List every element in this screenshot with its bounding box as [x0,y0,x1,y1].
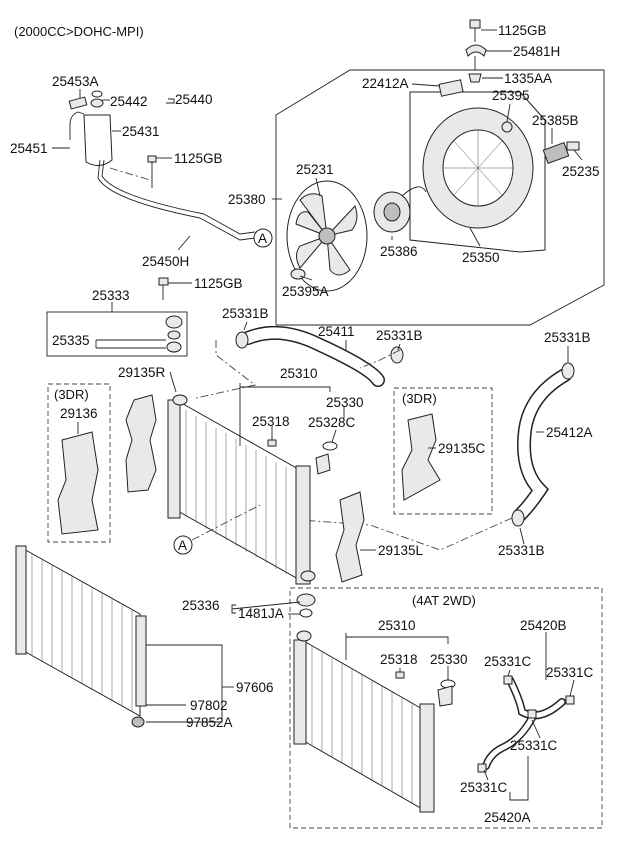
fan-blade-part [286,180,368,292]
ref-a-mid-label: A [178,538,187,553]
label-25335: 25335 [52,333,90,348]
leader-lines [52,29,583,801]
upper-hose-part [235,325,404,387]
fan-resistor-part [542,141,580,164]
oil-cooler-hose-b [503,675,575,720]
label-25336: 25336 [182,598,220,613]
ref-circle-a-mid [173,535,193,555]
label-1481ja: 1481JA [238,606,284,621]
three-dr-box-left [47,383,111,543]
reservoir-group [68,90,256,241]
ref-a-top-label: A [258,231,267,246]
clip-25395a [290,268,306,280]
label-25450h: 25450H [142,254,189,269]
label-25331b-3: 25331B [544,330,591,345]
label-25440: 25440 [175,92,213,107]
label-25386: 25386 [380,244,418,259]
part-labels: 1125GB 25481H 22412A 1335AA 25395 25385B… [10,23,600,825]
label-25395a: 25395A [282,284,329,299]
ref-circle-a-top [253,228,273,248]
label-97802: 97802 [190,698,228,713]
cap-group-box [46,311,188,357]
air-guard-29136 [57,431,99,535]
label-25331c-3: 25331C [510,738,558,753]
label-25331c-4: 25331C [460,780,508,795]
label-25420a: 25420A [484,810,531,825]
three-dr-box-right [393,387,493,515]
label-25310: 25310 [280,366,318,381]
bolt-1125gb-mid [158,277,169,300]
label-25350: 25350 [462,250,500,265]
fan-shroud-part [409,79,546,253]
label-3dr-right: (3DR) [402,391,437,406]
drain-plug-part [296,593,316,618]
label-25310-b: 25310 [378,618,416,633]
label-25453a: 25453A [52,74,99,89]
label-25331c-1: 25331C [484,654,532,669]
air-guard-29135l [335,491,365,583]
label-25451: 25451 [10,141,48,156]
radiator-main [167,394,338,585]
fan-shroud-group [275,69,605,326]
label-25385b: 25385B [532,113,579,128]
lower-hose-part [511,362,575,527]
label-25420b: 25420B [520,618,567,633]
label-25442: 25442 [110,94,148,109]
label-25481h: 25481H [513,44,560,59]
label-25235: 25235 [562,164,600,179]
four-at-2wd-box [289,587,603,829]
label-1125gb-res: 1125GB [174,151,223,166]
label-1125gb-mid: 1125GB [194,276,243,291]
label-97606: 97606 [236,680,274,695]
diagram-title: (2000CC>DOHC-MPI) [14,24,144,39]
label-29136: 29136 [60,406,98,421]
label-25330-b: 25330 [430,652,468,667]
label-3dr-left: (3DR) [54,387,89,402]
label-25395: 25395 [492,88,530,103]
air-guard-29135c [401,413,441,501]
label-1125gb-top: 1125GB [498,23,547,38]
label-25411: 25411 [318,324,355,339]
fan-motor-part [373,186,427,233]
label-25331c-2: 25331C [546,665,594,680]
label-25318: 25318 [252,414,290,429]
label-25412a: 25412A [546,425,593,440]
label-25333: 25333 [92,288,130,303]
label-1335aa: 1335AA [504,71,552,86]
oil-cooler-hose-a [477,709,537,773]
label-97852a: 97852A [186,715,233,730]
label-29135l: 29135L [378,543,424,558]
label-25331b-2: 25331B [376,328,423,343]
label-25318-b: 25318 [380,652,418,667]
label-25330: 25330 [326,395,364,410]
label-29135r: 29135R [118,365,166,380]
label-25331b-1: 25331B [222,306,269,321]
label-29135c: 29135C [438,441,486,456]
condenser-part [15,545,147,728]
label-25328c: 25328C [308,415,356,430]
label-25331b-4: 25331B [498,543,545,558]
label-25431: 25431 [122,124,160,139]
label-25380: 25380 [228,192,266,207]
label-25231: 25231 [296,162,334,177]
label-4at-2wd: (4AT 2WD) [412,593,476,608]
label-22412a: 22412A [362,76,409,91]
top-bolt-part [465,19,487,83]
radiator-4at [293,630,456,813]
clip-25395 [501,121,513,133]
air-guard-29135r [125,394,157,493]
